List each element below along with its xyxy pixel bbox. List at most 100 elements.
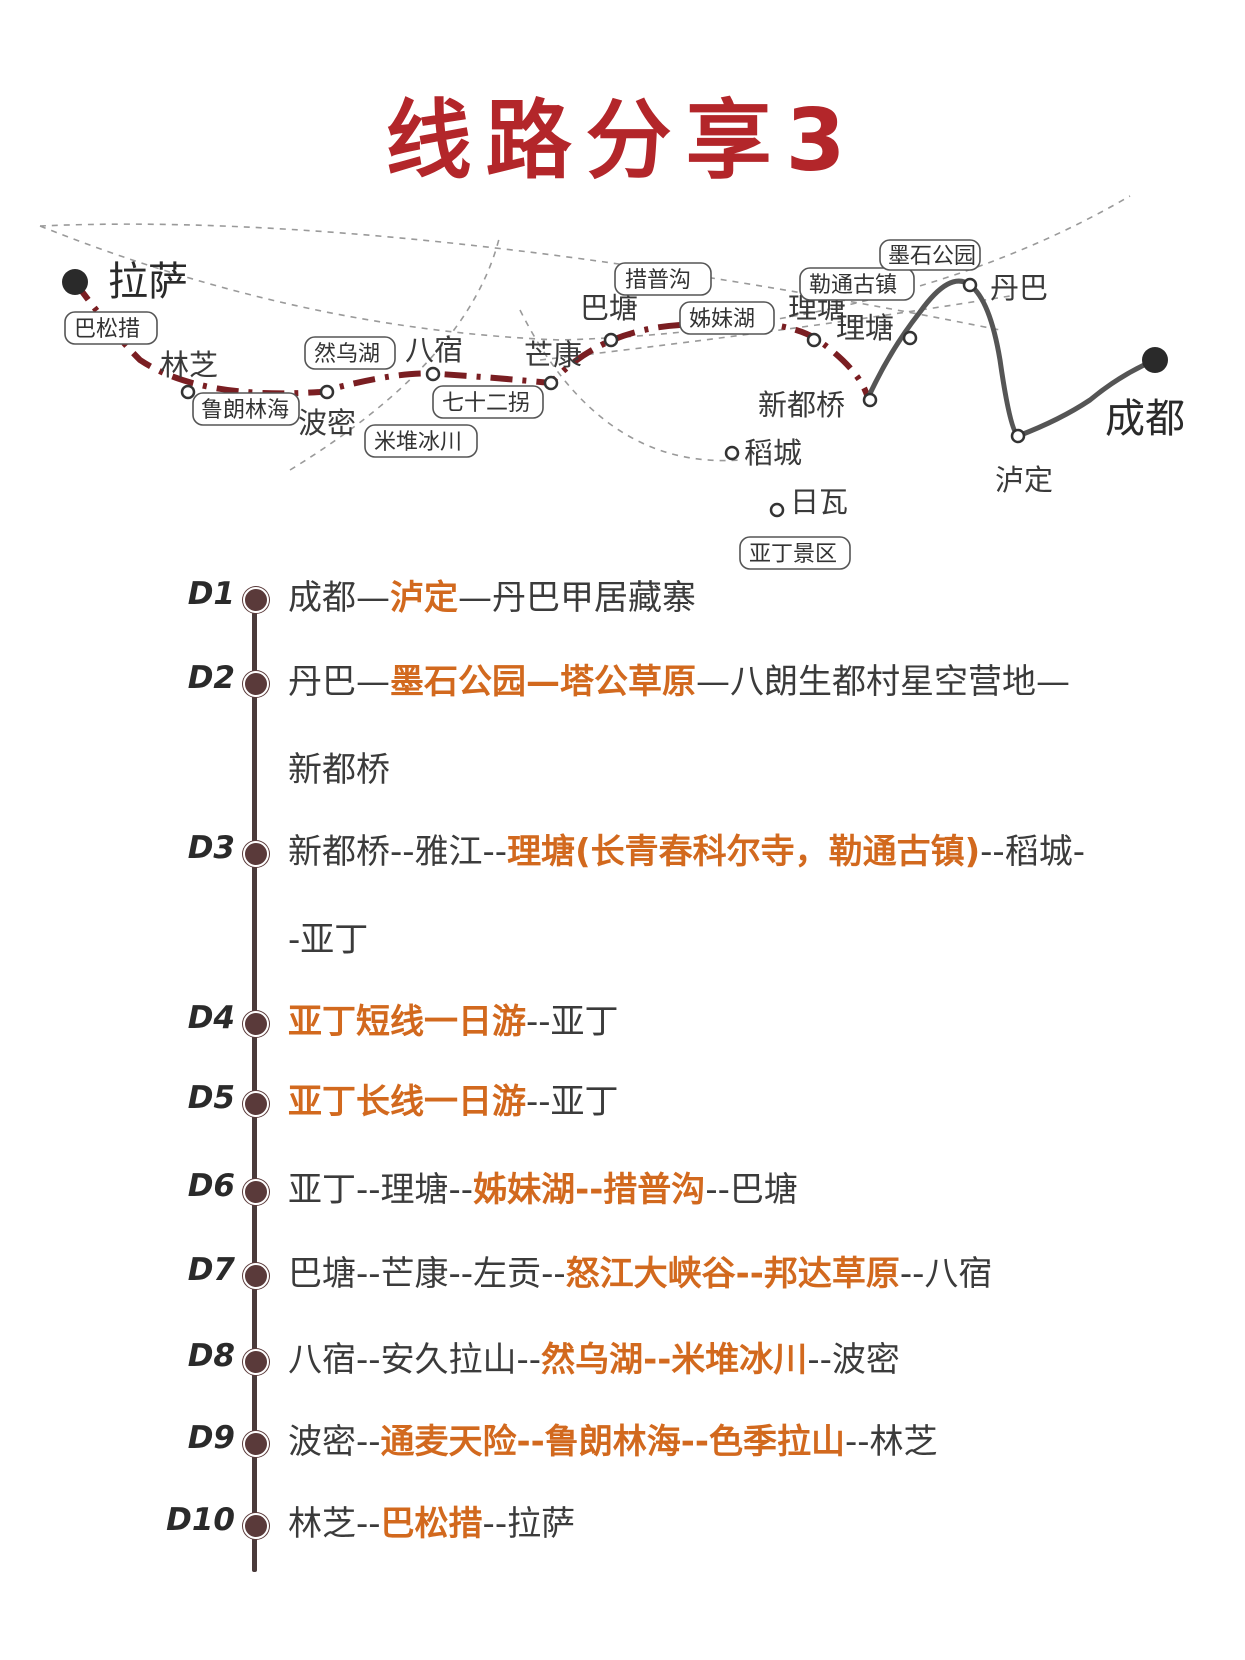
label-xinduqiao: 新都桥: [758, 388, 845, 422]
route-stop: 成都—: [288, 578, 390, 618]
tag-midui: 米堆冰川: [364, 424, 478, 458]
route-stop: 丹巴—: [288, 662, 390, 702]
highlight-stop: 怒江大峡谷--邦达草原: [565, 1254, 900, 1294]
tag-moshi: 墨石公园: [879, 239, 981, 271]
label-riwa: 日瓦: [790, 485, 848, 519]
label-batang: 巴塘: [580, 291, 638, 325]
day-route: 巴塘--芒康--左贡--怒江大峡谷--邦达草原--八宿: [288, 1230, 1088, 1318]
route-stop: --亚丁: [526, 1002, 619, 1042]
page-title: 线路分享3: [385, 91, 860, 191]
route-stop: —八朗生都村星空营地—新都桥: [288, 662, 1070, 790]
label-chengdu: 成都: [1105, 396, 1185, 442]
svg-text:巴松措: 巴松措: [74, 317, 140, 342]
day-route: 亚丁长线一日游--亚丁: [288, 1058, 1088, 1146]
svg-text:米堆冰川: 米堆冰川: [374, 430, 462, 455]
chengdu-marker: [1142, 347, 1168, 373]
timeline-dot: [243, 841, 269, 867]
tag-basongcuo: 巴松措: [64, 311, 158, 345]
day-label: D6: [187, 1168, 235, 1204]
label-lhasa: 拉萨: [108, 259, 188, 305]
route-map: 拉萨 成都 林芝 波密 八宿 芒康 巴塘 理塘 理塘 新都桥 稻城 日瓦 丹巴 …: [39, 195, 1185, 570]
timeline-dot: [243, 587, 269, 613]
basu-marker: [425, 366, 441, 382]
station-markers: [180, 277, 1026, 518]
route-stop: --波密: [807, 1340, 900, 1380]
svg-text:鲁朗林海: 鲁朗林海: [201, 398, 289, 423]
day-label: D9: [187, 1420, 235, 1456]
tag-lulang: 鲁朗林海: [192, 392, 300, 426]
day-route: 新都桥--雅江--理塘(长青春科尔寺，勒通古镇)--稻城--亚丁: [288, 808, 1088, 984]
map-guide-lines: [39, 195, 1131, 471]
svg-text:七十二拐: 七十二拐: [442, 391, 530, 416]
day-route: 八宿--安久拉山--然乌湖--米堆冰川--波密: [288, 1316, 1088, 1404]
timeline-dot: [243, 1349, 269, 1375]
day-label: D1: [187, 576, 235, 612]
day-label: D5: [187, 1080, 235, 1116]
label-basu: 八宿: [405, 333, 463, 367]
highlight-stop: 巴松措: [380, 1504, 483, 1544]
label-bomi: 波密: [298, 406, 356, 440]
day-label: D10: [166, 1502, 235, 1538]
day-route: 波密--通麦天险--鲁朗林海--色季拉山--林芝: [288, 1398, 1088, 1486]
route-stop: 波密--: [288, 1422, 381, 1462]
label-mangkang: 芒康: [524, 338, 582, 372]
timeline-dot: [243, 1179, 269, 1205]
highlight-stop: 墨石公园—塔公草原: [390, 662, 696, 702]
tag-ranwu: 然乌湖: [304, 336, 396, 370]
route-stop: --林芝: [845, 1422, 938, 1462]
timeline-dot: [243, 1091, 269, 1117]
litang-b-marker: [902, 330, 918, 346]
route-stop: --拉萨: [482, 1504, 576, 1544]
route-stop: —丹巴甲居藏寨: [458, 578, 696, 618]
route-stop: 八宿--安久拉山--: [288, 1340, 542, 1380]
tag-letong: 勒通古镇: [799, 267, 915, 301]
svg-text:勒通古镇: 勒通古镇: [809, 273, 897, 298]
route-stop: --巴塘: [705, 1170, 798, 1210]
day-label: D3: [187, 830, 235, 866]
route-stop: --稻城--亚丁: [288, 832, 1085, 960]
svg-text:措普沟: 措普沟: [625, 268, 691, 293]
highlight-stop: 然乌湖--米堆冰川: [541, 1340, 808, 1380]
linzhi-marker: [180, 384, 196, 400]
riwa-marker: [769, 502, 785, 518]
day-route: 亚丁短线一日游--亚丁: [288, 978, 1088, 1066]
svg-text:亚丁景区: 亚丁景区: [749, 542, 837, 567]
bomi-marker: [319, 384, 335, 400]
litang-marker: [806, 332, 822, 348]
daocheng-marker: [724, 445, 740, 461]
highlight-stop: 通麦天险--鲁朗林海--色季拉山: [380, 1422, 845, 1462]
label-daocheng: 稻城: [744, 436, 802, 470]
svg-text:姊妹湖: 姊妹湖: [689, 307, 755, 332]
day-route: 亚丁--理塘--姊妹湖--措普沟--巴塘: [288, 1146, 1088, 1234]
luding-marker: [1010, 428, 1026, 444]
day-label: D2: [187, 660, 235, 696]
timeline-dot: [243, 1431, 269, 1457]
tag-zimeihu: 姊妹湖: [679, 301, 775, 335]
timeline-dot: [243, 1263, 269, 1289]
label-litang-b: 理塘: [836, 311, 894, 345]
day-label: D8: [187, 1338, 235, 1374]
svg-text:墨石公园: 墨石公园: [888, 244, 976, 269]
xinduqiao-marker: [862, 392, 878, 408]
label-danba: 丹巴: [990, 271, 1048, 305]
label-luding: 泸定: [995, 463, 1053, 497]
highlight-stop: 亚丁长线一日游: [288, 1082, 526, 1122]
route-dashed: [72, 280, 871, 399]
lhasa-marker: [62, 269, 88, 295]
highlight-stop: 泸定: [390, 578, 458, 618]
day-label: D4: [187, 1000, 235, 1036]
danba-marker: [962, 277, 978, 293]
timeline-dot: [243, 671, 269, 697]
tag-yading: 亚丁景区: [739, 536, 851, 570]
batang-marker: [603, 332, 619, 348]
day-label: D7: [187, 1252, 235, 1288]
tag-qishierguai: 七十二拐: [432, 385, 544, 419]
day-route: 成都—泸定—丹巴甲居藏寨: [288, 554, 1088, 642]
day-route: 林芝--巴松措--拉萨: [288, 1480, 1088, 1568]
svg-text:然乌湖: 然乌湖: [314, 342, 380, 367]
highlight-stop: 姊妹湖--措普沟: [473, 1170, 706, 1210]
route-solid: [865, 278, 1156, 439]
route-stop: --八宿: [899, 1254, 993, 1294]
route-stop: 新都桥--雅江--: [288, 832, 508, 872]
tag-cuopugou: 措普沟: [614, 262, 712, 296]
